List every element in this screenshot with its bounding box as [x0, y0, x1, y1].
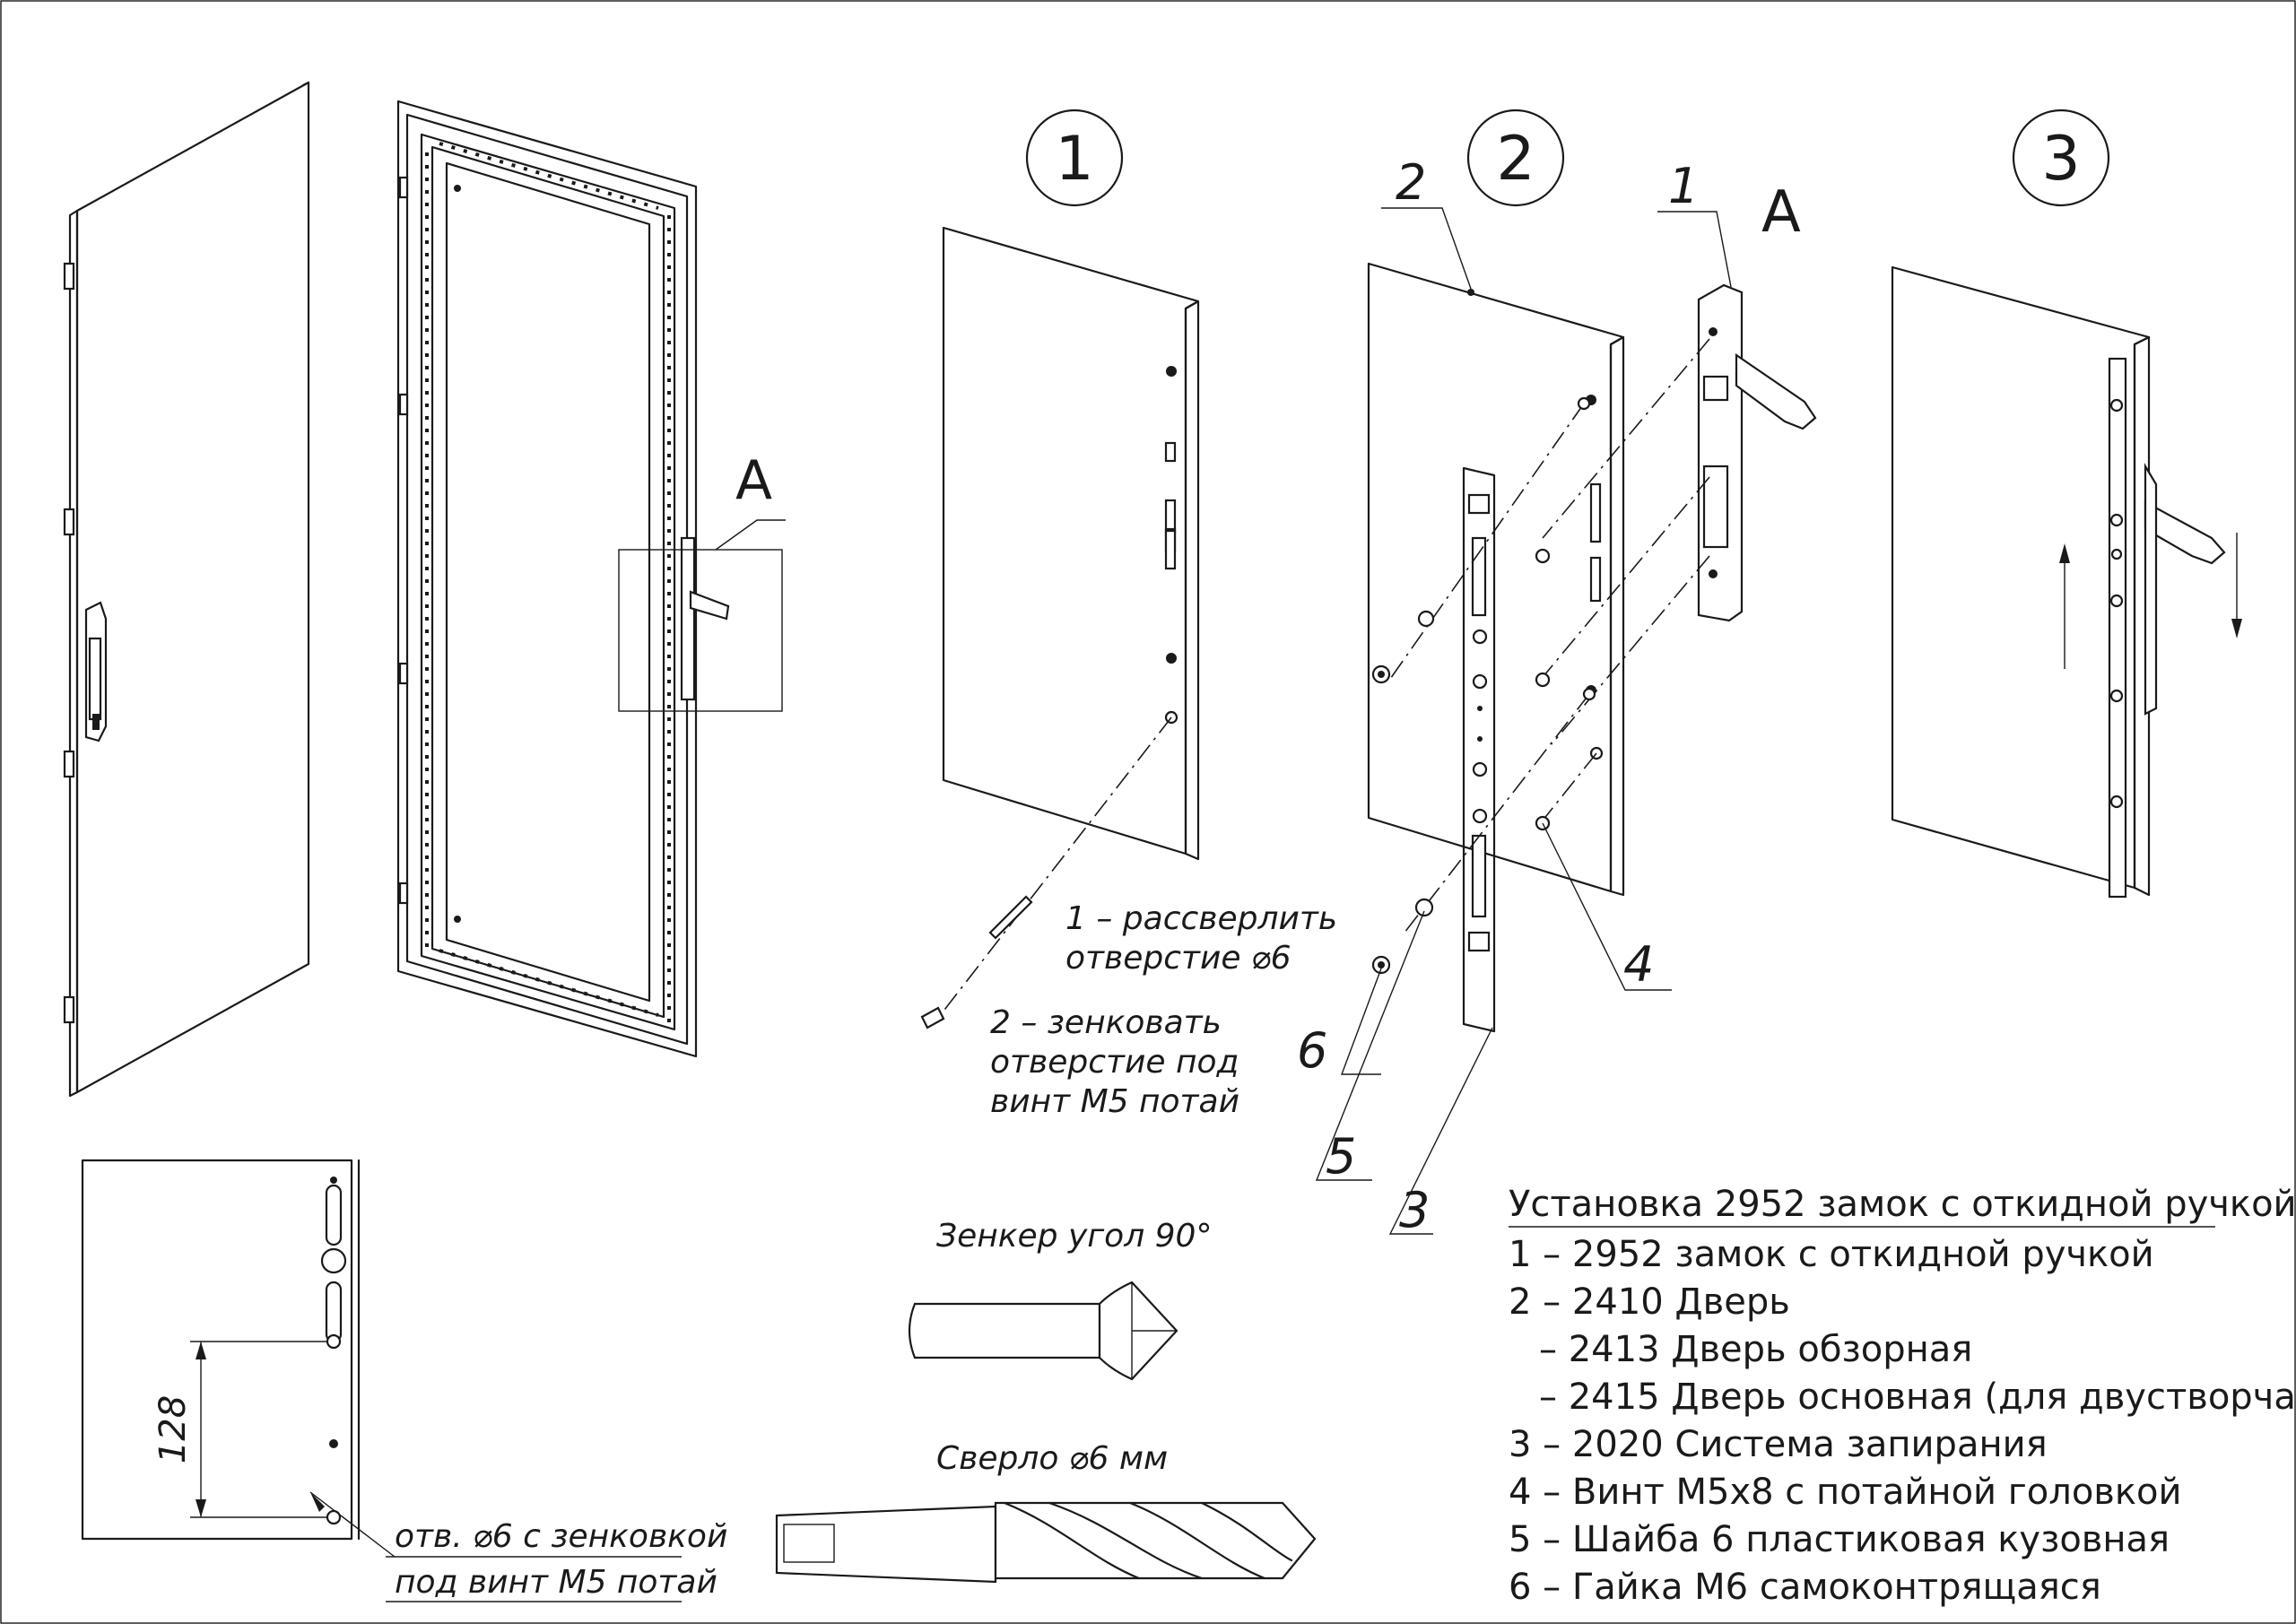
legend-item-2: 2 – 2410 Дверь [1509, 1281, 1790, 1323]
detail-a-box [618, 549, 783, 712]
locking-rod [1462, 466, 1496, 1033]
legend-item-4: 4 – Винт М5х8 с потайной головкой [1509, 1472, 2182, 1513]
callout-3: 3 [1399, 1182, 1430, 1238]
callout-leaders [1315, 207, 1732, 1235]
step1-note-line4: отверстие под [990, 1044, 1239, 1081]
drill-caption: Сверло ⌀6 мм [936, 1440, 1168, 1477]
step-2-door-panel [1367, 262, 1625, 897]
legend-item-1: 1 – 2952 замок с откидной ручкой [1509, 1234, 2154, 1275]
legend-title: Установка 2952 замок с откидной ручкой: [1509, 1184, 2296, 1225]
step1-note-line2: отверстие ⌀6 [1065, 940, 1292, 977]
assembly-lines [1387, 338, 1710, 934]
step1-note-line1: 1 – рассверлить [1065, 900, 1337, 937]
legend: Установка 2952 замок с откидной ручкой: … [1509, 1184, 2296, 1608]
step-markers: 1 2 3 [1025, 109, 2110, 207]
step-2-number: 2 [1496, 124, 1535, 195]
step-1-number: 1 [1055, 124, 1093, 195]
callout-6: 6 [1297, 1022, 1327, 1079]
legend-item-6: 6 – Гайка М6 самоконтрящаяся [1509, 1567, 2101, 1608]
hole-detail-view [81, 1159, 682, 1602]
step1-note-line5: винт М5 потай [990, 1083, 1239, 1120]
drill-bit-tool [775, 1501, 1317, 1584]
callout-5: 5 [1326, 1128, 1356, 1185]
legend-item-3: 3 – 2020 Система запирания [1509, 1424, 2048, 1465]
step1-note-line3: 2 – зенковать [990, 1004, 1222, 1041]
callout-4: 4 [1623, 936, 1654, 993]
dimension-128: 128 [152, 1395, 194, 1463]
fasteners [1371, 396, 1596, 975]
step-1-door-panel [920, 226, 1200, 1029]
detail-a-label: A [735, 449, 772, 512]
callout-2: 2 [1396, 154, 1426, 211]
door-rear-view [396, 100, 730, 1058]
hole-note-line1: отв. ⌀6 с зенковкой [395, 1518, 727, 1555]
countersink-tool [908, 1281, 1178, 1381]
lock-body [1697, 283, 1817, 622]
step-3-number: 3 [2041, 124, 2080, 195]
detail-a-label-step2: A [1761, 179, 1801, 246]
hole-note-line2: под винт М5 потай [395, 1564, 718, 1601]
legend-item-5: 5 – Шайба 6 пластиковая кузовная [1509, 1519, 2170, 1560]
callout-1: 1 [1668, 158, 1699, 214]
legend-item-2b: – 2415 Дверь основная (для двустворчатых… [1539, 1376, 2296, 1418]
detail-a-leader [715, 519, 786, 551]
step-3-door-panel [1891, 265, 2242, 899]
countersink-caption: Зенкер угол 90° [936, 1218, 1212, 1255]
door-front-view [63, 81, 310, 1098]
legend-item-2a: – 2413 Дверь обзорная [1539, 1329, 1972, 1370]
